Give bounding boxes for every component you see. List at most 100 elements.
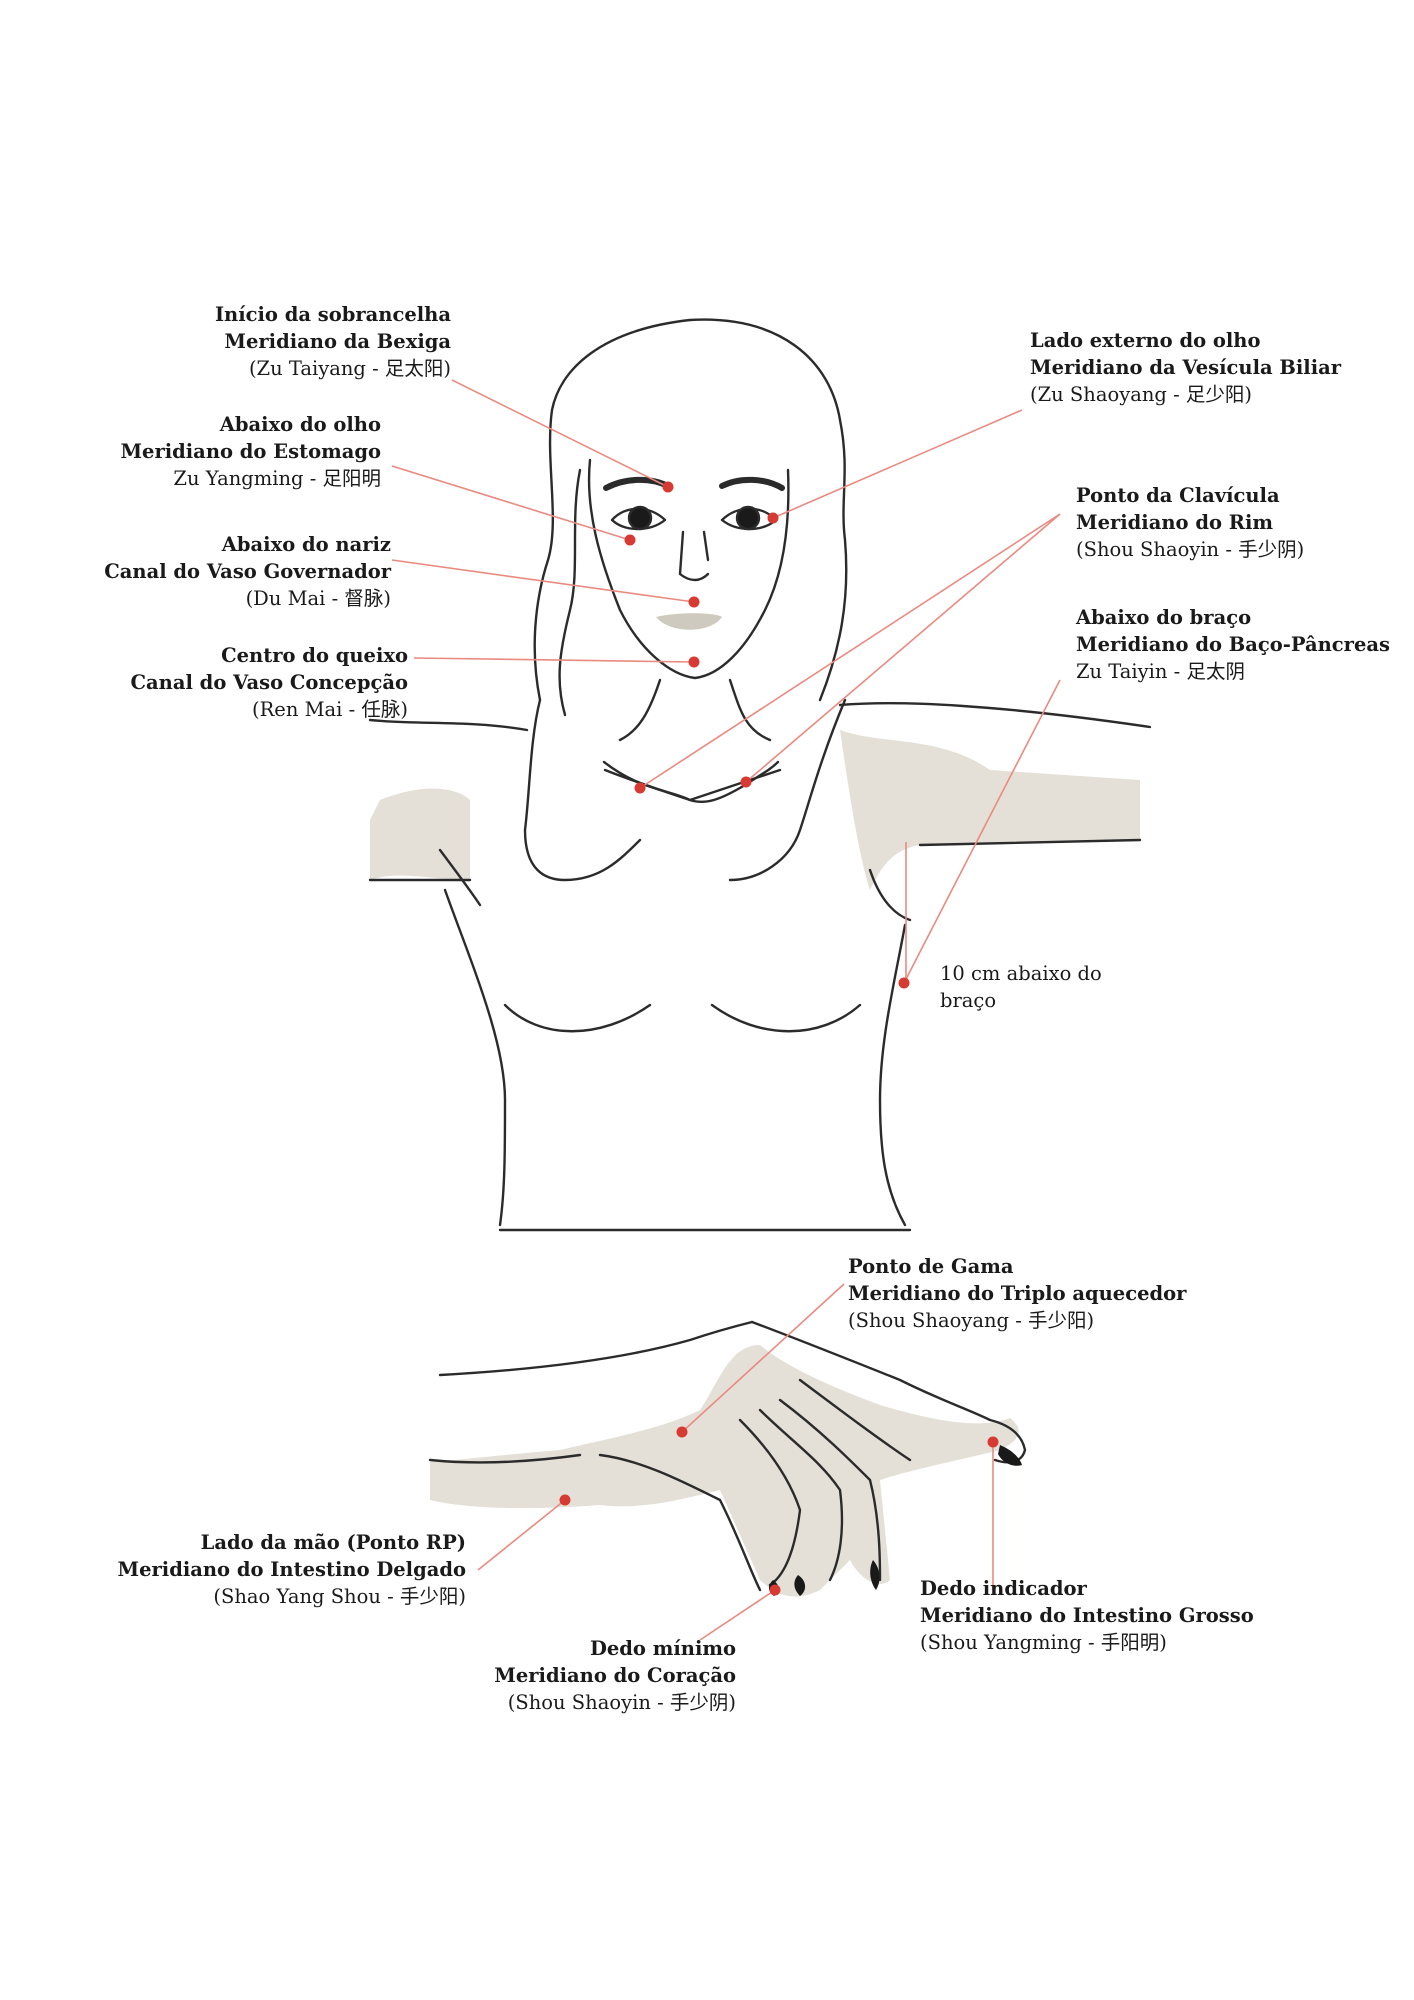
left-armhole: [438, 848, 482, 907]
label-detail: braço: [940, 989, 997, 1012]
label-spleen: Abaixo do braço Meridiano do Baço-Pâncre…: [1076, 604, 1390, 685]
label-conception: Centro do queixo Canal do Vaso Concepção…: [131, 642, 408, 723]
ring-finger: [758, 1408, 844, 1582]
left-side: [443, 888, 507, 1227]
label-meridian: Meridiano da Vesícula Biliar: [1030, 356, 1342, 379]
middle-finger: [778, 1398, 882, 1582]
right-eyebrow: [719, 476, 785, 491]
label-title: 10 cm abaixo do: [940, 962, 1102, 985]
leader-lines: [391, 379, 1061, 1641]
label-chinese: (Shou Yangming - 手阳明): [920, 1631, 1167, 1654]
label-chinese: (Shou Shaoyang - 手少阳): [848, 1309, 1095, 1332]
label-meridian: Canal do Vaso Concepção: [130, 671, 408, 694]
leader-small-intestine: [477, 1499, 566, 1571]
point-large-intestine: [987, 1436, 999, 1448]
point-underarm: [898, 977, 910, 989]
label-small-intestine: Lado da mão (Ponto RP) Meridiano do Inte…: [118, 1529, 466, 1610]
label-meridian: Meridiano do Estomago: [120, 440, 381, 463]
lips: [656, 613, 722, 630]
point-governor: [688, 596, 700, 608]
left-eyebrow: [603, 476, 671, 491]
label-large-intestine: Dedo indicador Meridiano do Intestino Gr…: [920, 1575, 1254, 1656]
leader-gallbladder: [772, 409, 1023, 519]
left-pupil: [627, 505, 653, 531]
label-bladder: Início da sobrancelha Meridiano da Bexig…: [215, 301, 451, 382]
neck: [618, 678, 772, 742]
label-chinese: (Shao Yang Shou - 手少阳): [213, 1585, 466, 1608]
label-title: Abaixo do braço: [1076, 606, 1252, 629]
upper-body-figure: [368, 318, 1152, 1232]
label-kidney: Ponto da Clavícula Meridiano do Rim (Sho…: [1076, 482, 1304, 563]
label-meridian: Meridiano da Bexiga: [224, 330, 451, 353]
label-chinese: (Shou Shaoyin - 手少阴): [1076, 538, 1305, 561]
point-bladder: [662, 481, 674, 493]
nose: [678, 530, 710, 582]
point-gallbladder: [767, 512, 779, 524]
label-title: Dedo indicador: [920, 1577, 1087, 1600]
label-meridian: Meridiano do Baço-Pâncreas: [1076, 633, 1390, 656]
label-title: Início da sobrancelha: [214, 303, 451, 326]
point-kidney-right: [740, 776, 752, 788]
label-title: Ponto da Clavícula: [1076, 484, 1280, 507]
right-side: [878, 923, 907, 1227]
right-arm-bottom: [918, 838, 1142, 847]
hand-figure: [428, 1320, 1027, 1597]
label-governor: Abaixo do nariz Canal do Vaso Governador…: [104, 531, 391, 612]
tank-top: [523, 698, 847, 882]
label-chinese: (Zu Taiyang - 足太阳): [248, 357, 451, 380]
hand-shade: [430, 1345, 1019, 1597]
point-conception: [688, 656, 700, 668]
label-title: Lado da mão (Ponto RP): [200, 1531, 466, 1554]
label-chinese: (Shou Shaoyin - 手少阴): [507, 1691, 736, 1714]
point-triple: [676, 1426, 688, 1438]
leader-heart: [699, 1589, 776, 1641]
right-breast: [710, 1003, 862, 1033]
left-arm-shade: [370, 788, 470, 880]
left-breast: [503, 1003, 652, 1033]
leader-triple: [681, 1283, 845, 1433]
label-meridian: Meridiano do Rim: [1076, 511, 1273, 534]
label-chinese: (Ren Mai - 任脉): [251, 698, 408, 721]
label-meridian: Meridiano do Coração: [494, 1664, 736, 1687]
forearm-top: [438, 1320, 754, 1377]
leader-kidney-1: [639, 513, 1061, 789]
label-underarm: 10 cm abaixo do braço: [940, 960, 1102, 1014]
label-meridian: Meridiano do Triplo aquecedor: [848, 1282, 1187, 1305]
middle-nail: [870, 1560, 880, 1590]
clavicle: [602, 760, 780, 804]
leader-governor: [391, 559, 695, 603]
leader-spleen: [903, 679, 1061, 984]
label-title: Abaixo do nariz: [221, 533, 391, 556]
right-pupil: [735, 505, 761, 531]
label-title: Ponto de Gama: [848, 1255, 1014, 1278]
index-finger: [798, 1378, 912, 1462]
right-shoulder: [838, 702, 1152, 729]
label-chinese: Zu Yangming - 足阳明: [173, 467, 381, 490]
index-nail: [998, 1445, 1022, 1466]
point-kidney-left: [634, 782, 646, 794]
ring-nail: [794, 1575, 806, 1596]
label-triple: Ponto de Gama Meridiano do Triplo aquece…: [848, 1253, 1186, 1334]
right-arm-shade: [840, 730, 1140, 890]
label-title: Abaixo do olho: [219, 413, 381, 436]
label-meridian: Canal do Vaso Governador: [104, 560, 391, 583]
little-finger: [738, 1418, 802, 1587]
hand-top: [750, 1320, 1027, 1464]
hair: [533, 318, 848, 717]
point-stomach: [624, 534, 636, 546]
acupoints: [559, 481, 999, 1596]
leader-stomach: [391, 465, 631, 541]
label-heart: Dedo mínimo Meridiano do Coração (Shou S…: [494, 1635, 736, 1716]
leader-bladder: [451, 379, 669, 488]
left-shoulder: [368, 718, 529, 732]
palm-edge: [598, 1453, 762, 1592]
forearm-bottom: [428, 1453, 582, 1464]
leader-conception: [413, 657, 695, 663]
left-eye: [610, 507, 667, 531]
label-title: Centro do queixo: [221, 644, 408, 667]
label-title: Lado externo do olho: [1030, 329, 1261, 352]
face-outline: [587, 458, 790, 680]
label-meridian: Meridiano do Intestino Delgado: [117, 1558, 466, 1581]
label-stomach: Abaixo do olho Meridiano do Estomago Zu …: [120, 411, 381, 492]
label-chinese: (Zu Shaoyang - 足少阳): [1030, 383, 1252, 406]
